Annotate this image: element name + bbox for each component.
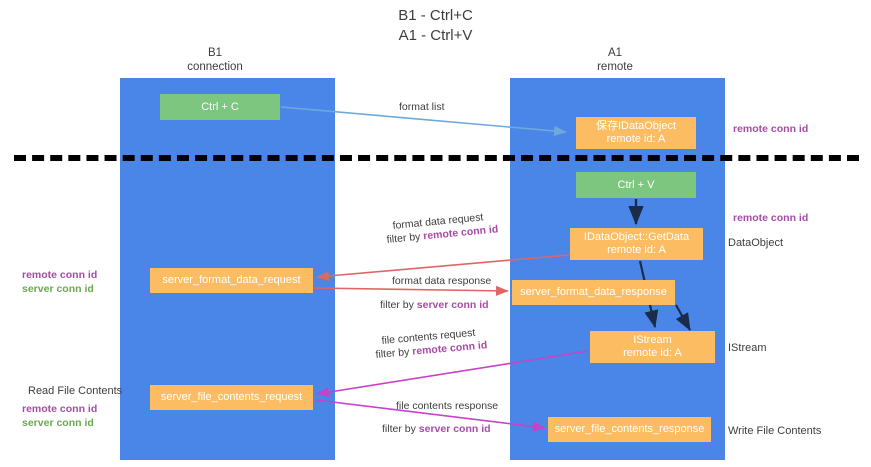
node-ctrl-v[interactable]: Ctrl + V: [576, 172, 696, 198]
node-ctrl-c[interactable]: Ctrl + C: [160, 94, 280, 120]
node-server-format-data-request[interactable]: server_format_data_request: [150, 268, 313, 293]
annotation-left-bottom-group: remote conn id server conn id: [22, 402, 97, 430]
column-header-a1: A1 remote: [597, 47, 633, 73]
edge-label-format-data-response: format data response: [392, 275, 492, 287]
annotation-write-file-contents: Write File Contents: [728, 425, 822, 437]
annotation-read-file-contents: Read File Contents: [28, 385, 123, 397]
annotation-left-mid-server-conn-id: server conn id: [22, 283, 94, 295]
node-server-file-contents-response[interactable]: server_file_contents_response: [548, 417, 711, 442]
column-header-b1: B1 connection: [187, 47, 243, 73]
node-server-format-data-response[interactable]: server_format_data_response: [512, 280, 675, 305]
filter-prefix: filter by: [382, 423, 419, 435]
annotation-left-mid-group: remote conn id server conn id: [22, 268, 97, 296]
annotation-istream: IStream: [728, 342, 767, 354]
edge-label-filter-by-server-conn-id-2: filter by server conn id: [382, 422, 491, 436]
server-conn-id-key: server conn id: [416, 299, 489, 311]
filter-prefix: filter by: [386, 230, 424, 246]
node-server-file-contents-request[interactable]: server_file_contents_request: [150, 385, 313, 410]
annotation-left-bottom-server-conn-id: server conn id: [22, 417, 94, 429]
edge-label-format-list: format list: [399, 101, 445, 113]
annotation-remote-conn-id-mid: remote conn id: [733, 212, 809, 224]
edge-label-filter-by-server-conn-id-1: filter by server conn id: [380, 298, 489, 312]
annotation-remote-conn-id-top: remote conn id: [733, 123, 809, 135]
node-idataobject[interactable]: 保存IDataObject remote id: A: [576, 117, 696, 149]
annotation-dataobject: DataObject: [728, 237, 784, 249]
node-idataobject-getdata[interactable]: IDataObject::GetData remote id: A: [570, 228, 703, 260]
node-istream[interactable]: IStream remote id: A: [590, 331, 715, 363]
annotation-left-mid-remote-conn-id: remote conn id: [22, 269, 98, 281]
divider-dashed-line: [14, 155, 859, 161]
filter-prefix: filter by: [380, 299, 417, 311]
edge-label-file-contents-response: file contents response: [396, 400, 499, 412]
server-conn-id-key: server conn id: [418, 423, 491, 435]
annotation-left-bottom-remote-conn-id: remote conn id: [22, 403, 98, 415]
page-title: B1 - Ctrl+C A1 - Ctrl+V: [398, 7, 473, 44]
filter-prefix: filter by: [375, 345, 413, 361]
